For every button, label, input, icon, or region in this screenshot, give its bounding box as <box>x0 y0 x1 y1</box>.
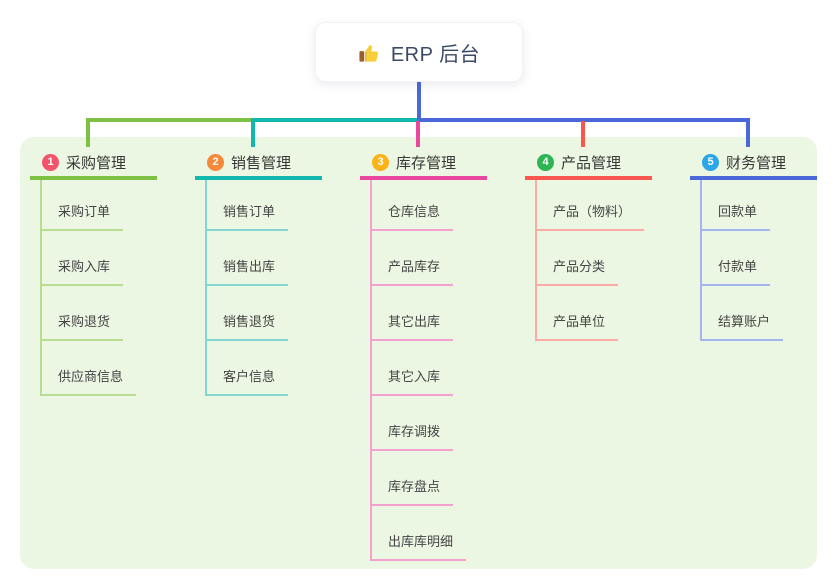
branch-child-rail <box>40 180 42 396</box>
connector-drop <box>416 121 420 147</box>
branch-title-label: 财务管理 <box>726 155 787 172</box>
branch-number-badge: 1 <box>42 154 59 171</box>
child-node[interactable]: 客户信息 <box>205 368 289 396</box>
branch-number-badge: 4 <box>537 154 554 171</box>
branch-number-badge: 5 <box>702 154 719 171</box>
branch-title[interactable]: 4 产品管理 <box>525 149 652 180</box>
child-node[interactable]: 采购退货 <box>40 313 124 341</box>
child-node[interactable]: 产品分类 <box>535 258 619 286</box>
child-node[interactable]: 库存调拨 <box>370 423 454 451</box>
branch-child-rail <box>700 180 702 341</box>
child-node[interactable]: 产品（物料） <box>535 203 645 231</box>
child-node[interactable]: 供应商信息 <box>40 368 137 396</box>
child-node[interactable]: 采购订单 <box>40 203 124 231</box>
child-node[interactable]: 销售订单 <box>205 203 289 231</box>
child-node[interactable]: 产品库存 <box>370 258 454 286</box>
root-title: ERP 后台 <box>390 43 481 66</box>
child-node[interactable]: 付款单 <box>700 258 771 286</box>
branch-title[interactable]: 2 销售管理 <box>195 149 322 180</box>
branch-number-badge: 3 <box>372 154 389 171</box>
branch-title[interactable]: 3 库存管理 <box>360 149 487 180</box>
child-node[interactable]: 产品单位 <box>535 313 619 341</box>
root-node[interactable]: ERP 后台 <box>315 22 523 82</box>
child-node[interactable]: 结算账户 <box>700 313 784 341</box>
branch-title-label: 采购管理 <box>66 155 127 172</box>
branch-title[interactable]: 5 财务管理 <box>690 149 817 180</box>
child-node[interactable]: 销售退货 <box>205 313 289 341</box>
child-node[interactable]: 回款单 <box>700 203 771 231</box>
child-node[interactable]: 仓库信息 <box>370 203 454 231</box>
child-node[interactable]: 库存盘点 <box>370 478 454 506</box>
branch-child-rail <box>535 180 537 341</box>
branch-title-label: 产品管理 <box>561 155 622 172</box>
connector-drop <box>746 118 750 147</box>
root-connector-line <box>417 82 421 122</box>
branch-number-badge: 2 <box>207 154 224 171</box>
branch-title[interactable]: 1 采购管理 <box>30 149 157 180</box>
connector-horizontal <box>251 118 419 122</box>
mindmap-panel <box>20 137 817 569</box>
child-node[interactable]: 其它出库 <box>370 313 454 341</box>
connector-horizontal <box>86 118 253 122</box>
child-node[interactable]: 采购入库 <box>40 258 124 286</box>
child-node[interactable]: 其它入库 <box>370 368 454 396</box>
child-node[interactable]: 销售出库 <box>205 258 289 286</box>
branch-child-rail <box>205 180 207 396</box>
connector-drop <box>86 118 90 147</box>
child-node[interactable]: 出库库明细 <box>370 533 467 561</box>
branch-title-label: 库存管理 <box>396 155 457 172</box>
branch-title-label: 销售管理 <box>231 155 292 172</box>
thumbs-up-icon <box>359 44 378 62</box>
branch-child-rail <box>370 180 372 561</box>
connector-horizontal <box>417 118 750 122</box>
connector-drop <box>251 118 255 147</box>
connector-drop <box>581 121 585 147</box>
